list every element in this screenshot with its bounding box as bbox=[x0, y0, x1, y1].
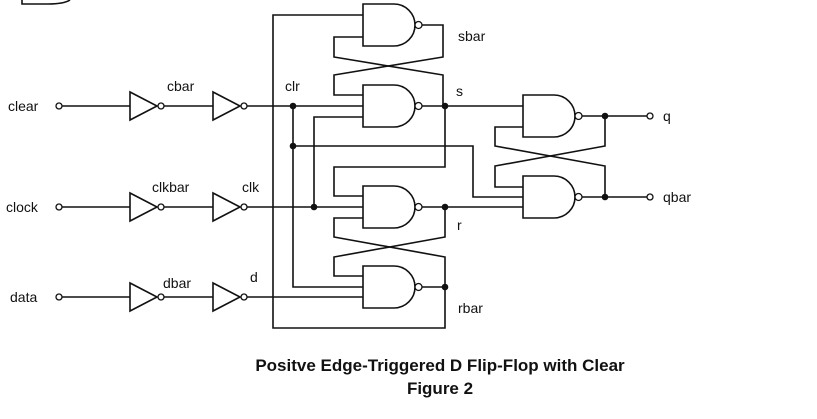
label-clock: clock bbox=[6, 199, 39, 215]
inverter-clock-1 bbox=[129, 191, 159, 223]
junction-dots bbox=[289, 102, 609, 291]
label-data: data bbox=[10, 289, 37, 305]
inverter-clear-2 bbox=[212, 90, 242, 122]
nand-gate-r bbox=[362, 185, 423, 229]
caption-title: Positve Edge-Triggered D Flip-Flop with … bbox=[255, 356, 625, 375]
label-q: q bbox=[663, 108, 671, 124]
clock-input-row bbox=[55, 191, 363, 223]
clear-input-row bbox=[55, 90, 363, 122]
inverter-clear-1 bbox=[129, 90, 159, 122]
cropped-gate-shape bbox=[21, 0, 71, 5]
q-terminal bbox=[646, 112, 654, 120]
clear-terminal bbox=[55, 102, 63, 110]
caption-figure: Figure 2 bbox=[407, 379, 473, 398]
label-cbar: cbar bbox=[167, 78, 195, 94]
label-clk: clk bbox=[242, 179, 260, 195]
clock-terminal bbox=[55, 203, 63, 211]
label-d: d bbox=[250, 269, 258, 285]
label-rbar: rbar bbox=[458, 300, 483, 316]
nand-gate-qbar bbox=[522, 175, 583, 219]
label-r: r bbox=[457, 217, 462, 233]
label-qbar: qbar bbox=[663, 189, 691, 205]
nand-gate-q bbox=[522, 94, 583, 138]
data-terminal bbox=[55, 293, 63, 301]
inverter-clock-2 bbox=[212, 191, 242, 223]
qbar-terminal bbox=[646, 193, 654, 201]
nand-gate-rbar bbox=[362, 265, 423, 309]
nand-gate-s bbox=[362, 84, 423, 128]
label-clkbar: clkbar bbox=[152, 179, 190, 195]
label-sbar: sbar bbox=[458, 28, 486, 44]
inverter-data-2 bbox=[212, 281, 242, 313]
label-dbar: dbar bbox=[163, 275, 191, 291]
label-s: s bbox=[456, 83, 463, 99]
data-input-row bbox=[55, 281, 363, 313]
label-clear: clear bbox=[8, 98, 39, 114]
label-clr: clr bbox=[285, 78, 300, 94]
inverter-data-1 bbox=[129, 281, 159, 313]
wires bbox=[272, 14, 647, 329]
nand-gate-sbar bbox=[362, 3, 423, 47]
